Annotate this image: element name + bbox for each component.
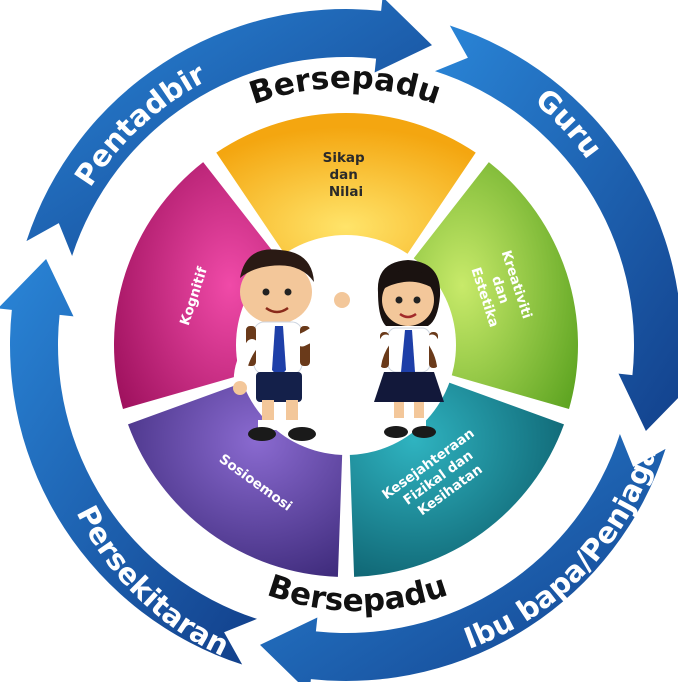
ring-arrow-persekitaran <box>0 259 258 665</box>
segment-kreativiti-dan-estetika <box>412 162 578 409</box>
ring-arrow-ibu-bapa <box>260 433 666 682</box>
segment-kognitif <box>113 162 280 409</box>
segment-label-sikap-dan-nilai: Sikap dan Nilai <box>323 150 370 200</box>
inner-wheel <box>113 112 578 577</box>
girl-illustration <box>369 260 449 438</box>
ring-arrow-guru <box>434 25 678 431</box>
ring-arrow-pentadbir <box>26 0 432 257</box>
segment-sikap-dan-nilai <box>216 112 476 256</box>
segment-sosioemosi <box>127 381 343 577</box>
top-label-bersepadu: Bersepadu <box>245 60 445 112</box>
ring-label-pentadbir: Pentadbir <box>68 56 211 192</box>
boy-illustration <box>233 249 350 441</box>
segment-kesejahteraan <box>349 381 565 577</box>
